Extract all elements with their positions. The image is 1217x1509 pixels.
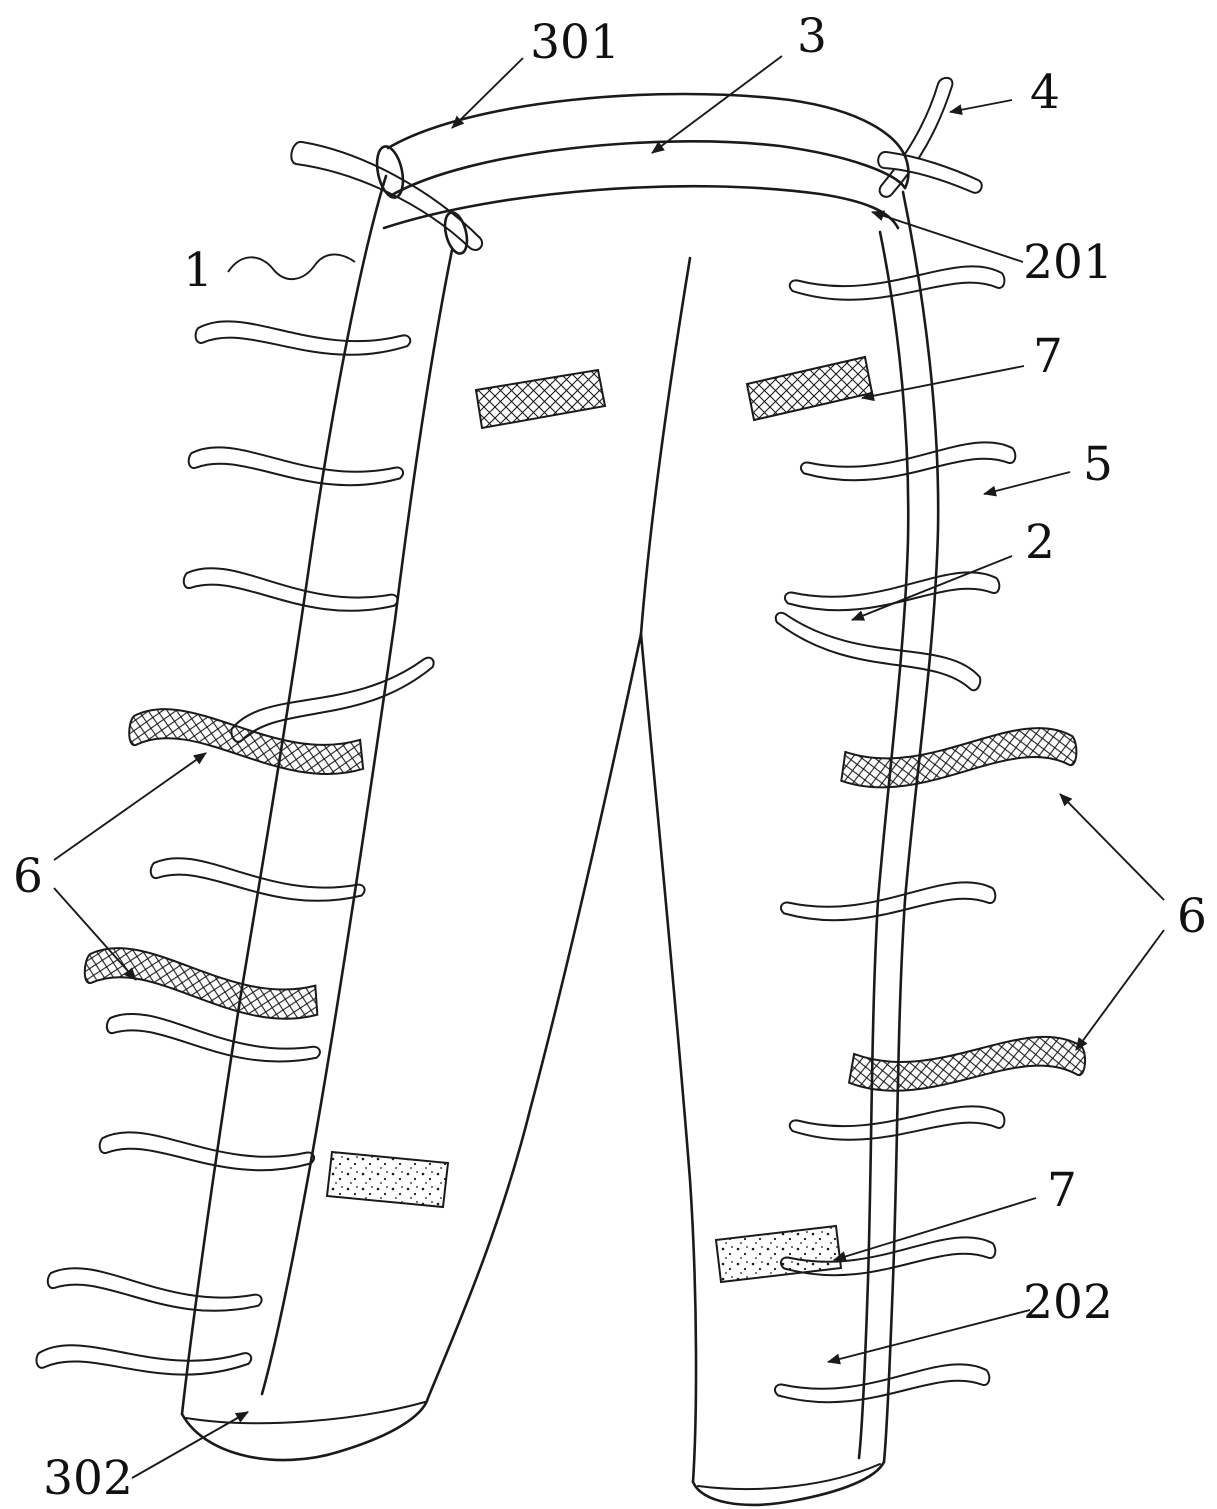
waistband-bottom-edge — [388, 140, 907, 198]
leader-lines — [53, 55, 1165, 1479]
lace — [186, 437, 405, 499]
lace — [193, 312, 412, 366]
strap-6-right-upper — [836, 719, 1080, 799]
waistband-right-cap — [903, 160, 910, 190]
lace — [783, 562, 1002, 624]
leader-6-left-a — [53, 752, 207, 861]
reference-labels: 301 3 4 1 201 7 5 2 6 6 7 202 302 — [13, 9, 1207, 1506]
leader-3 — [651, 55, 783, 154]
pants-body — [180, 92, 940, 1507]
leader-6-right-a — [1059, 793, 1165, 901]
patch-7-left-lower — [325, 1150, 450, 1209]
left-leg-inner-edge — [426, 632, 643, 1400]
patch-7-right-upper — [745, 355, 874, 422]
lace — [45, 1257, 264, 1326]
left-hem-opening — [185, 1401, 426, 1425]
leader-7-upper — [861, 365, 1025, 402]
leader-1 — [227, 253, 356, 280]
ref-label-3: 3 — [797, 9, 827, 64]
left-leg-outer-edge — [180, 174, 388, 1416]
ref-label-201: 201 — [1023, 235, 1113, 290]
leader-4 — [949, 99, 1013, 116]
leader-202 — [827, 1309, 1031, 1365]
left-hem-lower — [180, 1396, 430, 1462]
ref-label-301: 301 — [530, 15, 620, 70]
lace — [97, 1122, 316, 1184]
ref-label-7-lower: 7 — [1047, 1163, 1077, 1218]
left-lacing — [34, 312, 441, 1384]
lace — [181, 557, 400, 626]
waistband-top-edge — [386, 92, 909, 164]
leader-201 — [871, 210, 1024, 263]
leader-302 — [131, 1411, 249, 1479]
leader-301 — [451, 57, 524, 129]
ref-label-4: 4 — [1030, 65, 1060, 120]
lace — [779, 872, 998, 934]
ref-label-5: 5 — [1083, 437, 1113, 492]
patches — [325, 355, 874, 1284]
strap-6-left-upper — [125, 699, 369, 786]
center-front-seam — [639, 256, 692, 636]
ref-label-7-upper: 7 — [1033, 329, 1063, 384]
leader-2 — [851, 555, 1013, 621]
waist-seam — [382, 184, 900, 230]
waist-drawstring — [290, 76, 983, 251]
ref-label-202: 202 — [1023, 1275, 1113, 1330]
left-leg-strip-seam — [260, 248, 454, 1396]
patch-7-left-upper — [474, 368, 607, 430]
patch-7-right-lower — [714, 1224, 843, 1284]
lace — [148, 847, 367, 916]
right-leg-outer-edge — [882, 190, 940, 1464]
drawstring-left — [290, 140, 484, 251]
ref-label-6-left: 6 — [13, 849, 43, 904]
ref-label-6-right: 6 — [1177, 889, 1207, 944]
drawstring-right-out — [877, 151, 983, 194]
ref-label-1: 1 — [183, 243, 213, 298]
ref-label-2: 2 — [1025, 515, 1055, 570]
lace — [34, 1337, 253, 1384]
lace — [773, 1354, 992, 1416]
lace — [769, 610, 986, 693]
lace — [788, 257, 1007, 311]
waistband-end-cap — [375, 145, 405, 199]
right-hem-opening — [697, 1463, 881, 1490]
lace — [225, 655, 441, 745]
right-leg-inner-edge — [639, 632, 698, 1484]
leader-6-left-b — [53, 887, 137, 981]
ref-label-302: 302 — [43, 1451, 133, 1506]
right-leg-strip-seam — [857, 230, 910, 1460]
leader-6-right-b — [1075, 929, 1165, 1051]
lace-eyelet — [443, 211, 469, 255]
leader-7-lower — [833, 1197, 1037, 1262]
strap-6-right-lower — [845, 1029, 1088, 1101]
right-hem-lower — [691, 1460, 886, 1507]
leader-5 — [983, 471, 1071, 497]
